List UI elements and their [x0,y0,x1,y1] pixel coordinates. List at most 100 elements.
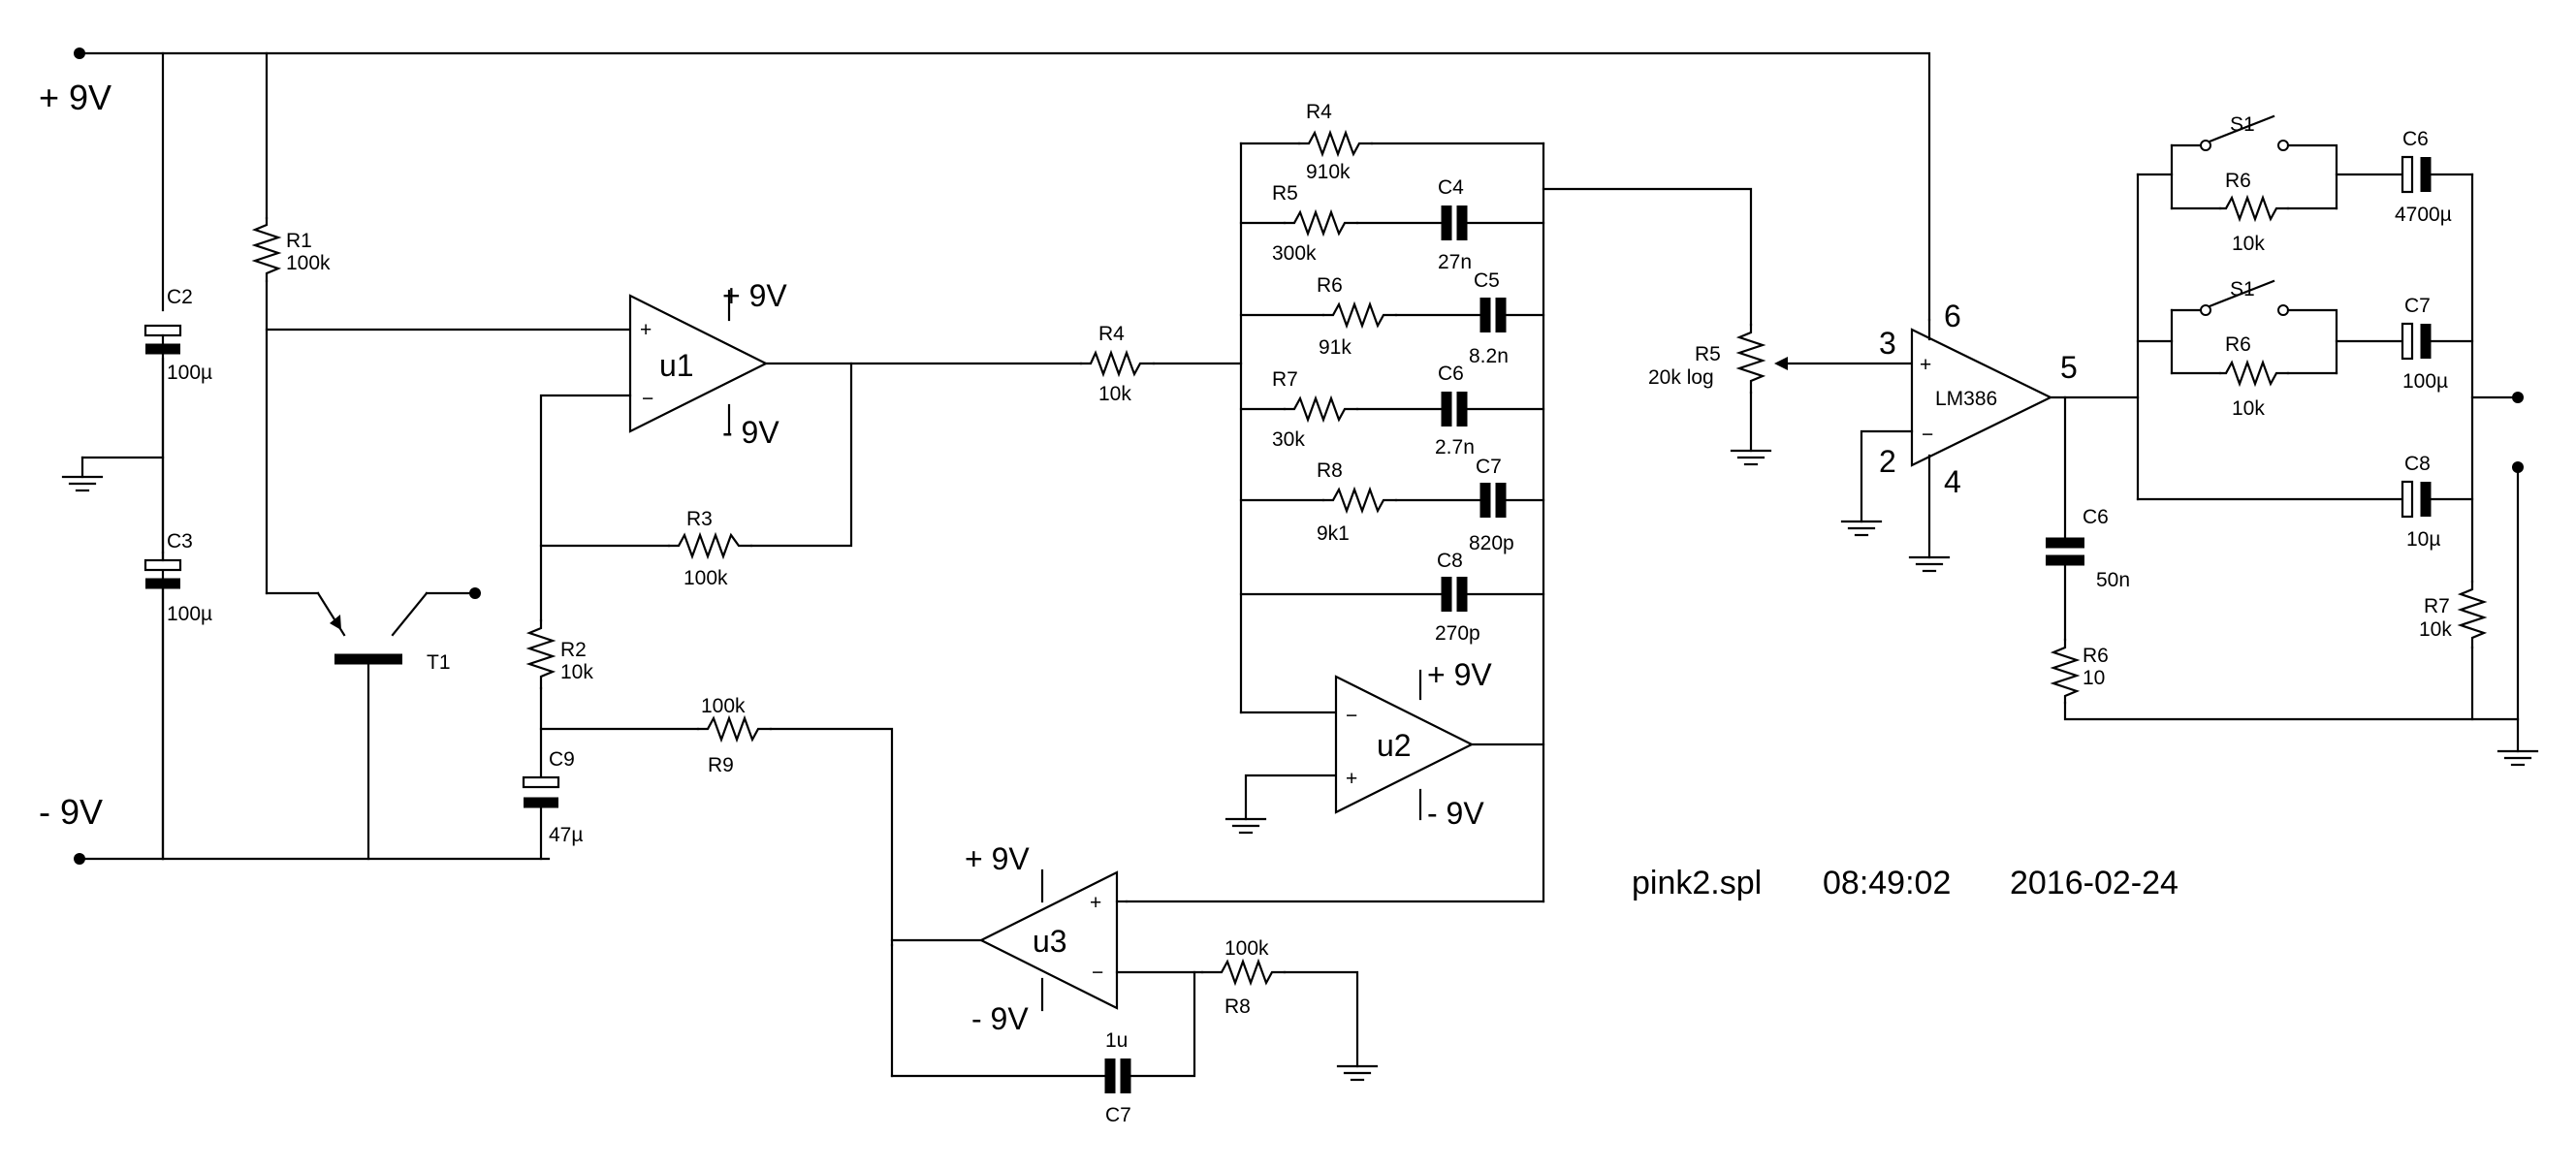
svg-text:−: − [1922,424,1933,446]
s1b-ref: S1 [2230,278,2255,300]
c7b-ref: C7 [1105,1104,1131,1126]
r3-val: 100k [684,567,728,589]
lm386-pin4: 4 [1944,464,1961,499]
r8b-val: 100k [1224,937,1269,960]
u3-vpos: + 9V [965,841,1030,876]
c5-ref: C5 [1474,269,1500,292]
resistor-r7c [2457,580,2488,649]
r6c-ref: R6 [2225,170,2251,192]
r5a-val: 300k [1272,242,1317,265]
u3-name: u3 [1033,924,1067,959]
ground-icon [1840,520,1883,537]
r4a-val: 10k [1098,383,1131,405]
r4b-ref: R4 [1306,101,1332,123]
r6b-ref: R6 [2083,645,2109,667]
r6a-val: 91k [1319,336,1352,359]
u2-name: u2 [1377,728,1412,763]
resistor-r4a [1079,349,1156,378]
ground-icon [1336,1064,1379,1082]
u1-vpos: + 9V [722,278,787,313]
resistor-r8a [1321,486,1398,515]
c7a-val: 820p [1469,532,1514,554]
svg-text:−: − [642,388,653,410]
c6c-val: 4700µ [2395,204,2452,226]
r7a-val: 30k [1272,428,1305,451]
switch-s1b [2208,279,2275,308]
resistor-r4b [1297,129,1374,158]
r8b-ref: R8 [1224,995,1251,1018]
title-date: 2016-02-24 [2010,865,2178,901]
resistor-r3 [667,531,753,560]
c3-ref: C3 [167,530,193,553]
transistor-t1: T1 [265,587,481,861]
capacitor-c6c [2401,155,2414,194]
r4a-ref: R4 [1098,323,1125,345]
r1-ref: R1 [286,230,312,252]
c4-ref: C4 [1438,176,1464,199]
u1-name: u1 [659,348,694,383]
c5-val: 8.2n [1469,345,1509,367]
svg-text:−: − [1346,705,1357,727]
c9-val: 47µ [549,824,583,846]
r1-val: 100k [286,252,331,274]
c8c-ref: C8 [2404,453,2431,475]
r8a-val: 9k1 [1317,522,1350,545]
c2-val: 100µ [167,362,212,384]
opamp-u2: − + u2 + 9V - 9V [1334,657,1492,831]
t1-ref: T1 [427,651,451,674]
c8a-val: 270p [1435,622,1480,645]
u2-vpos: + 9V [1427,657,1492,692]
c8a-ref: C8 [1437,550,1463,572]
ground-icon [1224,817,1267,835]
opamp-u3: + − u3 + 9V - 9V [965,841,1119,1036]
r5pot-ref: R5 [1695,343,1721,365]
resistor-r2 [525,618,557,690]
svg-text:+: + [1346,768,1357,790]
u3-vneg: - 9V [971,1001,1029,1036]
resistor-r5a [1283,208,1359,237]
capacitor-c9: C9 47µ [522,748,583,846]
power-rails: + 9V - 9V [39,47,1931,865]
c7b-val: 1u [1105,1029,1128,1052]
r6c-val: 10k [2232,233,2265,255]
c2-ref: C2 [167,286,193,308]
resistor-r6a [1321,300,1398,330]
svg-text:−: − [1092,962,1103,984]
c7c-ref: C7 [2404,295,2431,317]
resistor-r7a [1283,395,1359,424]
r4b-val: 910k [1306,161,1351,183]
ground-icon [61,475,104,492]
u2-vneg: - 9V [1427,796,1484,831]
r7a-ref: R7 [1272,368,1298,391]
c6a-val: 2.7n [1435,436,1475,458]
title-block: pink2.spl 08:49:02 2016-02-24 [1632,865,2178,901]
title-time: 08:49:02 [1823,865,1951,901]
r6d-ref: R6 [2225,333,2251,356]
opamp-u1: + − u1 + 9V - 9V [628,278,787,450]
rail-neg-label: - 9V [39,792,103,832]
r3-ref: R3 [686,508,713,530]
r5a-ref: R5 [1272,182,1298,205]
r2-val: 10k [560,661,593,683]
s1a-ref: S1 [2230,113,2255,136]
title-file: pink2.spl [1632,865,1762,901]
switch-s1a [2208,114,2275,143]
c3-val: 100µ [167,603,212,625]
resistor-r6c [2218,194,2290,223]
r7c-ref: R7 [2424,595,2450,617]
c7a-ref: C7 [1476,456,1502,478]
c8c-val: 10µ [2406,528,2440,551]
capacitor-c8c [2401,480,2414,519]
potentiometer-r5 [1735,323,1766,395]
r6d-val: 10k [2232,397,2265,420]
capacitor-c3: C3 100µ [143,530,212,625]
resistor-r9 [696,714,773,743]
c6a-ref: C6 [1438,363,1464,385]
c7c-val: 100µ [2402,370,2448,393]
resistor-r6b [2050,638,2081,705]
r6a-ref: R6 [1317,274,1343,297]
opamp-lm386: + − LM386 3 2 6 4 5 [1879,299,2078,499]
lm386-pin6: 6 [1944,299,1961,333]
c4-val: 27n [1438,251,1472,273]
